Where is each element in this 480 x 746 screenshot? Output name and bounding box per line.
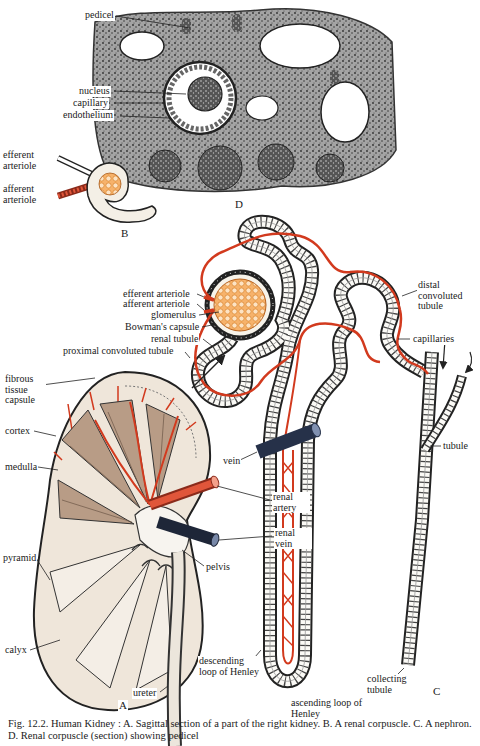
corpuscle-section — [93, 9, 396, 192]
part-label: vein — [222, 456, 241, 467]
renal-corpuscle — [58, 158, 156, 222]
kidney-section — [30, 372, 272, 746]
part-label: tubule — [442, 441, 469, 452]
part-label: efferent arteriole — [122, 289, 191, 300]
part-label: glomerulus — [150, 310, 197, 321]
part-label: ascending loop of Henley — [290, 698, 366, 719]
part-label: nucleus — [78, 86, 111, 97]
part-label: proximal convoluted tubule — [62, 346, 175, 357]
pointer-arrow — [192, 356, 224, 388]
part-label: afferent arteriole — [122, 299, 191, 310]
part-label: collecting tubule — [366, 674, 420, 695]
part-label: renal tubule — [150, 334, 199, 345]
part-label: ureter — [132, 688, 157, 699]
part-label: efferent arteriole — [2, 150, 56, 171]
part-label: renal vein — [274, 528, 312, 549]
figure-caption: Fig. 12.2. Human Kidney : A. Sagittal se… — [8, 718, 472, 742]
part-label: endothelium — [62, 110, 114, 121]
part-label: calyx — [4, 645, 28, 656]
part-label: pedicel — [84, 10, 115, 21]
part-label: capillaries — [412, 334, 455, 345]
part-label: pyramid — [2, 553, 37, 564]
part-label: renal artery — [272, 492, 310, 513]
part-label: afferent arteriole — [2, 184, 56, 205]
part-label: distal convoluted tubule — [417, 280, 477, 312]
panel-letter: D — [234, 199, 244, 211]
part-label: capillary — [72, 98, 109, 109]
part-label: pelvis — [205, 562, 231, 573]
panel-letter: C — [432, 686, 441, 698]
part-label: descending loop of Henley — [198, 656, 260, 677]
part-label: Bowman's capsule — [124, 322, 200, 333]
part-label: fibrous tissue capsule — [4, 374, 46, 406]
panel-letter: A — [118, 700, 128, 712]
part-label: cortex — [4, 426, 31, 437]
panel-letter: B — [120, 228, 129, 240]
part-label: medulla — [4, 462, 38, 473]
